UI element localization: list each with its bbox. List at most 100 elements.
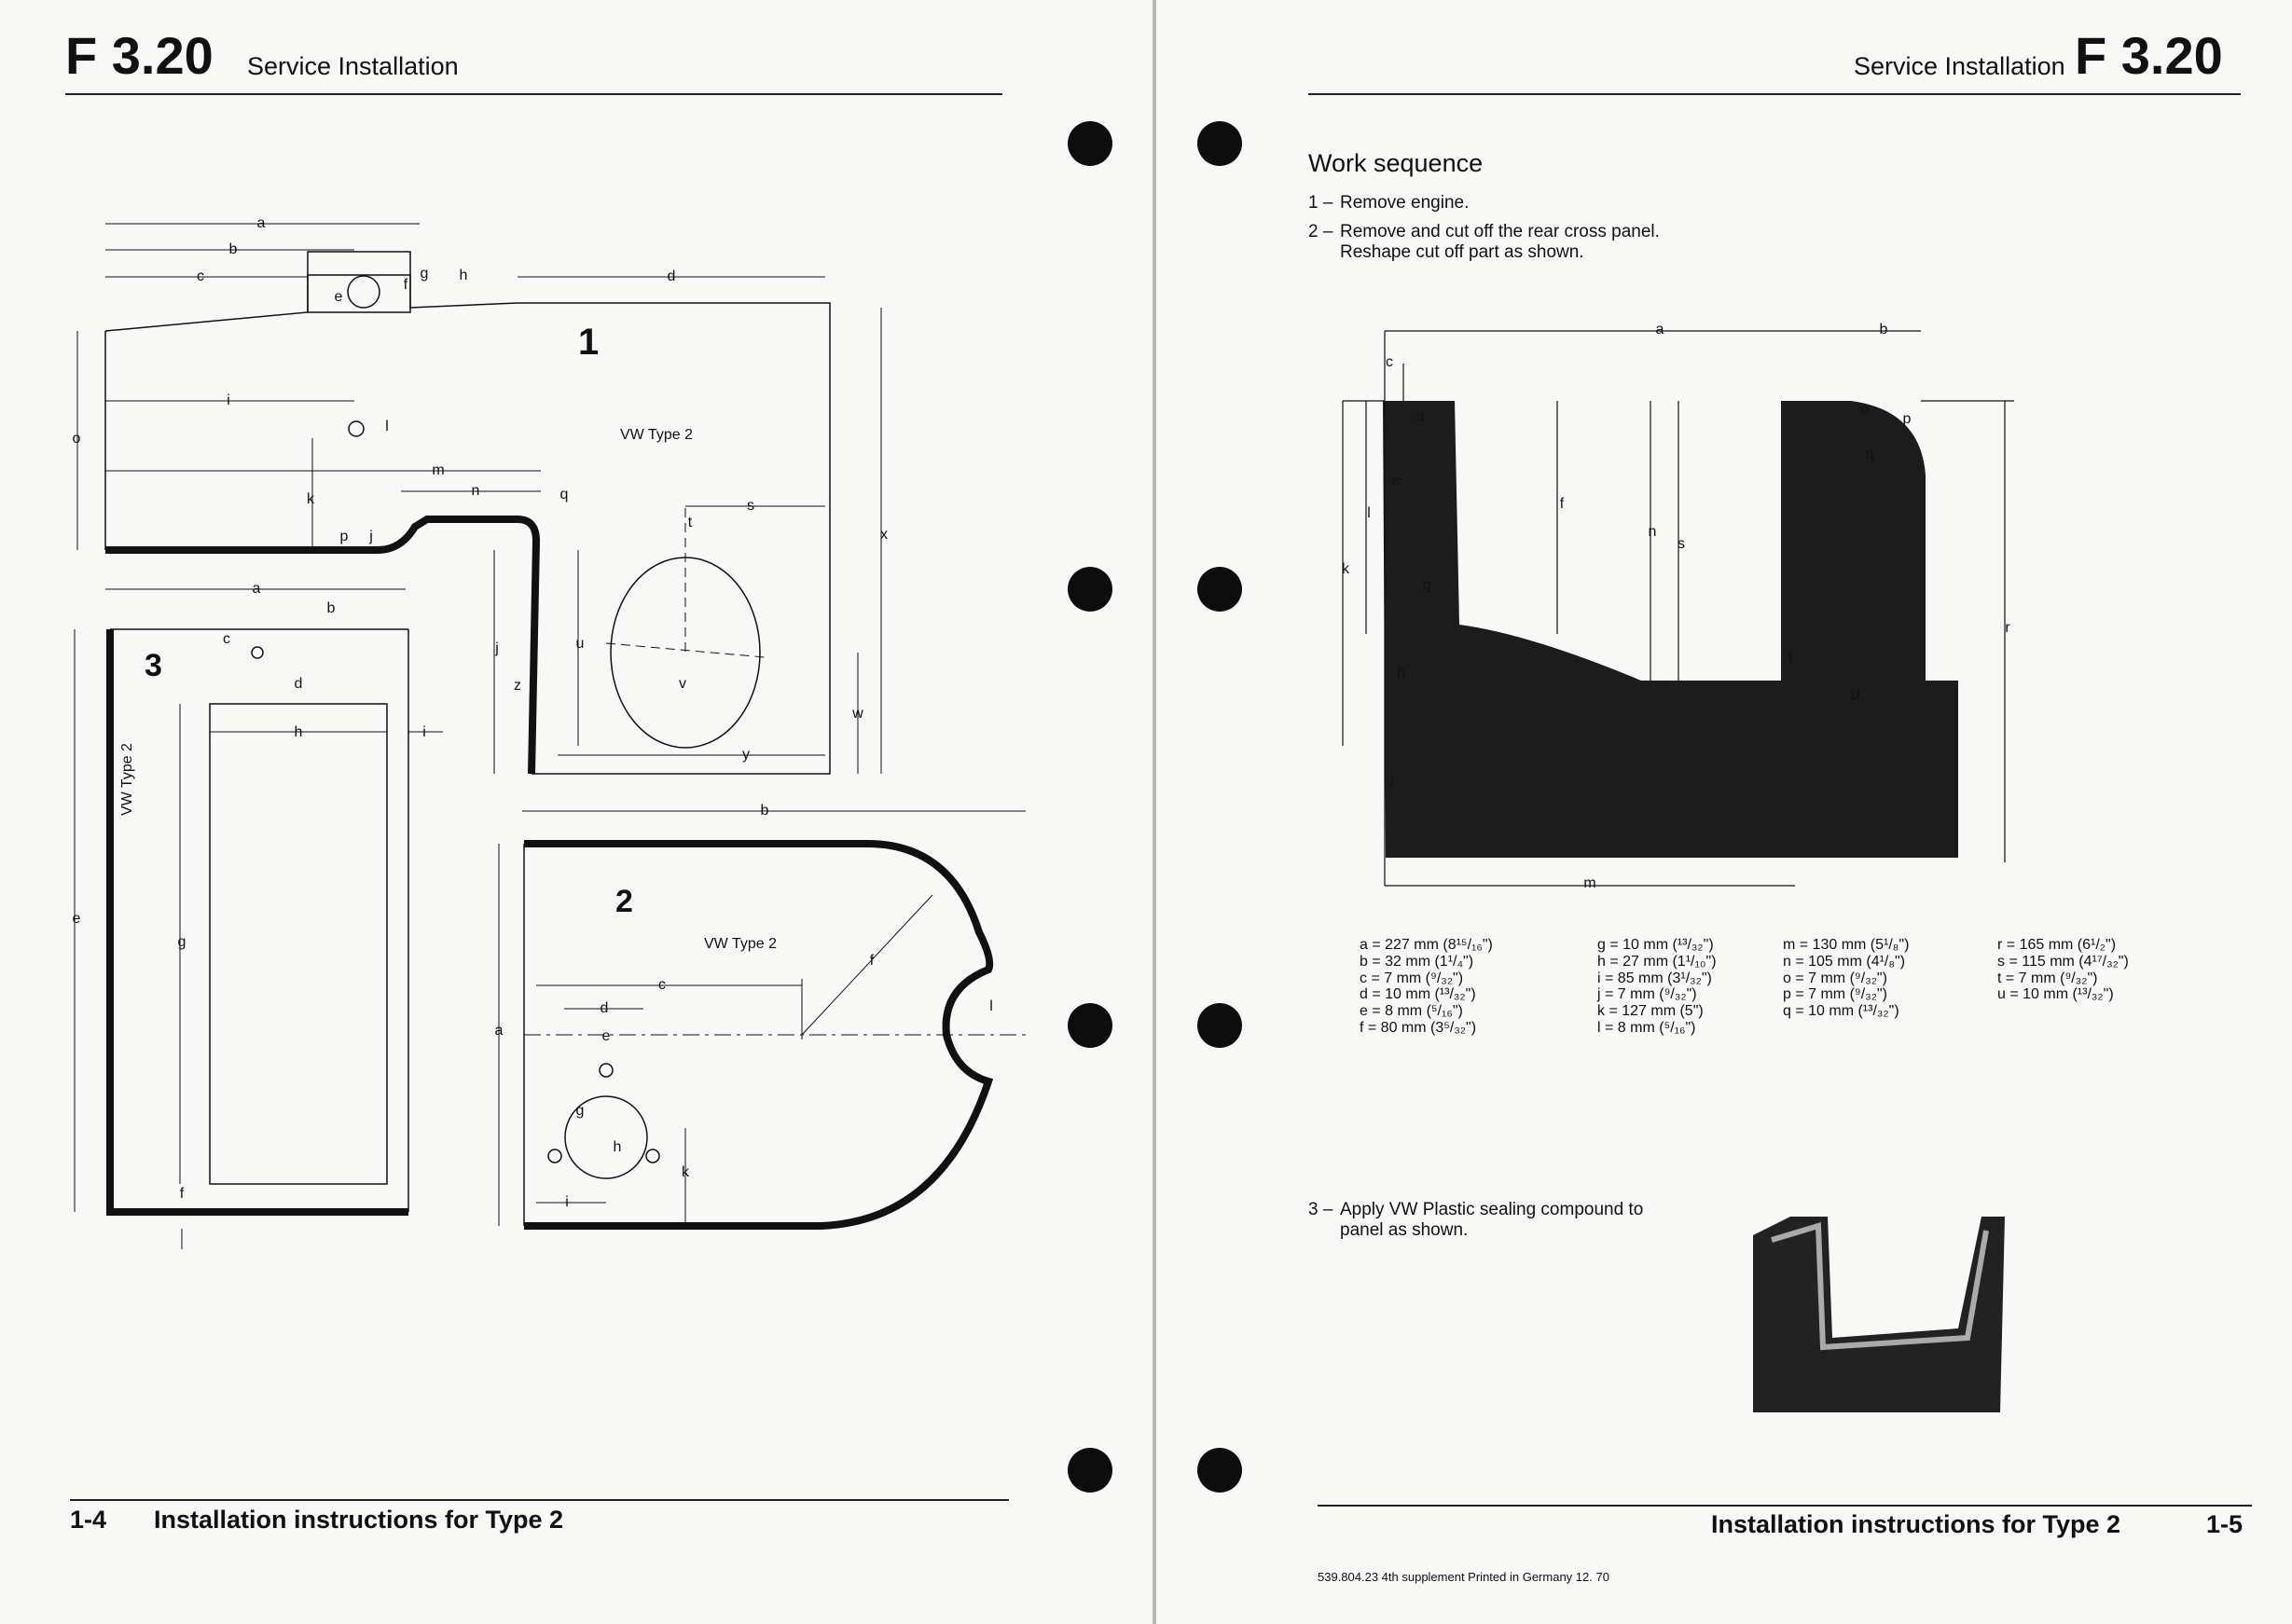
- svg-text:h: h: [614, 1139, 622, 1155]
- template-1-outline: [76, 223, 882, 775]
- svg-text:z: z: [514, 678, 521, 694]
- template-2-outline: [498, 810, 1026, 1230]
- svg-text:r: r: [2005, 620, 2010, 636]
- svg-text:b: b: [229, 241, 238, 257]
- section-code: F 3.20: [65, 26, 214, 85]
- section-code: F 3.20: [2075, 26, 2223, 85]
- svg-text:c: c: [223, 631, 230, 647]
- svg-text:b: b: [761, 803, 769, 819]
- dimension-legend-col-2: g = 10 mm (¹³/₃₂")h = 27 mm (1¹/₁₀") i =…: [1597, 937, 1717, 1036]
- svg-text:u: u: [576, 636, 585, 652]
- svg-text:j: j: [494, 640, 499, 656]
- svg-text:t: t: [1788, 650, 1793, 666]
- svg-text:n: n: [1649, 524, 1657, 540]
- svg-text:a: a: [1656, 322, 1664, 337]
- template-3-outline: [74, 588, 443, 1249]
- svg-text:i: i: [227, 392, 230, 408]
- svg-text:n: n: [472, 483, 480, 499]
- svg-text:o: o: [1861, 402, 1870, 418]
- svg-text:h: h: [1398, 666, 1406, 681]
- svg-text:f: f: [870, 953, 875, 969]
- step-3: 3 –Apply VW Plastic sealing compound to …: [1308, 1200, 1644, 1240]
- svg-text:h: h: [460, 268, 468, 283]
- template-drawings: abc dim nst vyo xwj kpj zqu efg lh abc d…: [73, 215, 1026, 1249]
- svg-text:l: l: [385, 419, 389, 434]
- binder-hole: [1197, 567, 1242, 612]
- svg-text:e: e: [335, 289, 343, 305]
- svg-text:l: l: [1367, 505, 1371, 521]
- svg-text:i: i: [565, 1194, 569, 1210]
- header-rule: [1308, 93, 2241, 95]
- footer-title: Installation instructions for Type 2: [1711, 1510, 2121, 1538]
- svg-text:b: b: [1880, 322, 1888, 337]
- drawing-1-number: 1: [578, 322, 600, 363]
- svg-text:b: b: [327, 600, 336, 616]
- svg-text:m: m: [432, 462, 444, 478]
- svg-text:k: k: [1342, 561, 1350, 577]
- dimension-legend-col-1: a = 227 mm (8¹⁵/₁₆")b = 32 mm (1¹/₄") c …: [1360, 937, 1493, 1036]
- page-gutter: [1153, 0, 1156, 1624]
- svg-text:a: a: [253, 581, 261, 597]
- footer-title: Installation instructions for Type 2: [154, 1506, 564, 1534]
- svg-text:g: g: [178, 934, 186, 950]
- drawing-2-number: 2: [615, 884, 633, 919]
- svg-text:l: l: [989, 998, 993, 1014]
- drawing-3-number: 3: [145, 648, 162, 683]
- drawing-2-label: VW Type 2: [704, 936, 777, 952]
- work-sequence-title: Work sequence: [1308, 149, 1484, 177]
- svg-text:g: g: [1423, 577, 1431, 593]
- step-1: 1 –Remove engine.: [1308, 193, 1470, 213]
- binder-hole: [1197, 121, 1242, 166]
- sealing-photo: [1753, 1217, 2005, 1412]
- svg-text:c: c: [197, 268, 204, 284]
- left-page: F 3.20 Service Installation: [65, 26, 1112, 1534]
- footer-rule: [1318, 1505, 2252, 1507]
- svg-text:e: e: [602, 1028, 611, 1044]
- binder-hole: [1068, 121, 1112, 166]
- svg-text:d: d: [601, 1000, 609, 1016]
- svg-text:a: a: [495, 1023, 504, 1039]
- svg-text:f: f: [404, 277, 408, 293]
- svg-text:y: y: [742, 747, 750, 763]
- binder-hole: [1197, 1448, 1242, 1493]
- svg-text:e: e: [73, 911, 81, 927]
- svg-text:s: s: [747, 498, 754, 514]
- section-title: Service Installation: [247, 52, 459, 80]
- svg-text:m: m: [1583, 875, 1595, 891]
- binder-hole: [1068, 1003, 1112, 1048]
- header-rule: [65, 93, 1002, 95]
- svg-text:o: o: [73, 431, 81, 447]
- svg-text:d: d: [295, 676, 303, 692]
- svg-text:a: a: [257, 215, 266, 231]
- section-title: Service Installation: [1854, 52, 2065, 80]
- dimension-legend-col-3: m = 130 mm (5¹/₈")n = 105 mm (4¹/₈") o =…: [1783, 937, 1910, 1020]
- svg-text:t: t: [688, 515, 693, 530]
- svg-text:k: k: [682, 1164, 690, 1180]
- svg-text:d: d: [668, 268, 676, 284]
- footer-rule: [70, 1499, 1009, 1501]
- svg-text:d: d: [1416, 409, 1425, 425]
- binder-hole: [1068, 567, 1112, 612]
- svg-text:c: c: [658, 977, 666, 993]
- svg-text:q: q: [560, 487, 569, 502]
- svg-text:i: i: [422, 724, 426, 740]
- svg-text:g: g: [421, 266, 429, 282]
- drawing-1-label: VW Type 2: [620, 427, 693, 443]
- imprint: 539.804.23 4th supplement Printed in Ger…: [1318, 1570, 1609, 1584]
- page-number: 1-5: [2206, 1510, 2244, 1538]
- svg-text:f: f: [1560, 496, 1565, 512]
- binder-hole: [1197, 1003, 1242, 1048]
- svg-text:p: p: [1903, 411, 1912, 427]
- svg-text:j: j: [368, 529, 373, 544]
- step-2: 2 –Remove and cut off the rear cross pan…: [1308, 222, 1660, 262]
- svg-text:s: s: [1678, 536, 1685, 552]
- svg-text:c: c: [1386, 354, 1393, 370]
- svg-text:e: e: [1392, 473, 1401, 489]
- svg-text:p: p: [340, 529, 349, 544]
- svg-text:f: f: [180, 1186, 185, 1202]
- svg-text:k: k: [307, 491, 315, 507]
- svg-text:w: w: [851, 706, 863, 722]
- dimension-legend-col-4: r = 165 mm (6¹/₂")s = 115 mm (4¹⁷/₃₂") t…: [1997, 937, 2129, 1003]
- binder-hole: [1068, 1448, 1112, 1493]
